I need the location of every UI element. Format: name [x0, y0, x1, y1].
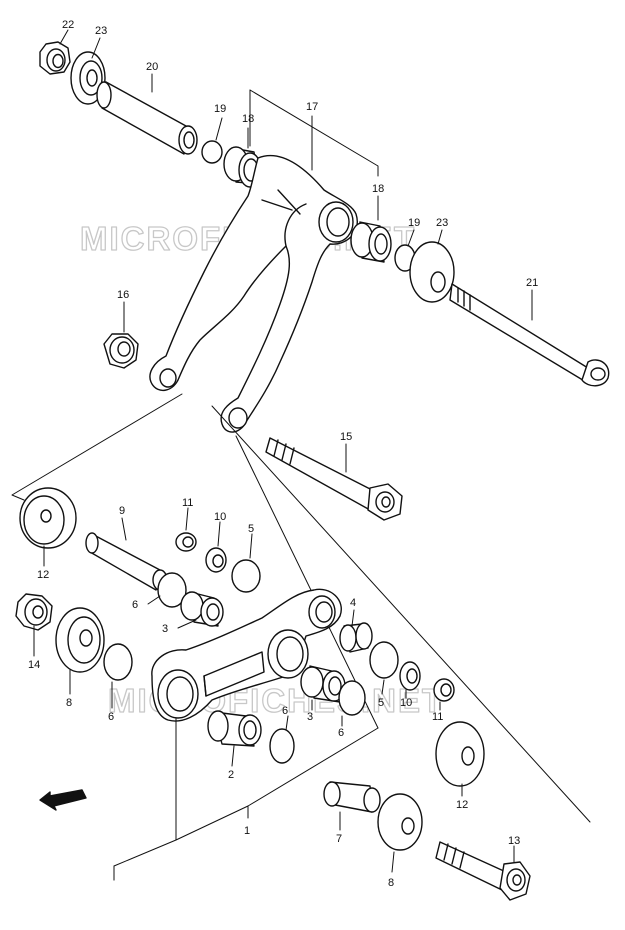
- label-3-lower: 3: [307, 711, 313, 723]
- label-15: 15: [340, 431, 352, 443]
- label-19-upper: 19: [214, 103, 226, 115]
- fwd-label: FWD: [55, 791, 75, 803]
- label-21: 21: [526, 277, 538, 289]
- label-18-upper: 18: [242, 113, 254, 125]
- label-16: 16: [117, 289, 129, 301]
- part-4-collar: [339, 622, 373, 653]
- part-6-ring-left: [103, 643, 133, 681]
- part-20-sleeve: [96, 81, 198, 155]
- part-15-bolt: [265, 437, 403, 521]
- label-8-left: 8: [66, 697, 72, 709]
- part-10-seal-upper: [205, 547, 227, 573]
- label-3-upper: 3: [162, 623, 168, 635]
- label-19-right: 19: [408, 217, 420, 229]
- label-10-upper: 10: [214, 511, 226, 523]
- label-22: 22: [62, 19, 74, 31]
- leader-lines-lower: [33, 507, 515, 881]
- label-14: 14: [28, 659, 40, 671]
- part-11-collar-upper: [175, 532, 197, 552]
- part-22-nut: [39, 41, 71, 75]
- label-23-right: 23: [436, 217, 448, 229]
- part-14-nut: [15, 593, 53, 631]
- fwd-arrow-icon: FWD: [39, 789, 87, 811]
- part-9-pin: [85, 532, 168, 591]
- part-23-washer-left: [70, 51, 106, 105]
- part-8-washer-lower: [377, 793, 423, 851]
- label-12-right: 12: [456, 799, 468, 811]
- part-12-washer-left: [19, 487, 77, 549]
- label-7: 7: [336, 833, 342, 845]
- part-6-ring-right: [338, 680, 366, 716]
- label-6-upper: 6: [132, 599, 138, 611]
- part-19-ring-left: [201, 140, 223, 164]
- label-11-right: 11: [432, 711, 443, 723]
- part-18-bearing-right: [350, 221, 392, 263]
- part-3-bearing-lower: [300, 665, 346, 703]
- part-labels: 22 23 20 19 18 17 18 19 23 21 16 15 12 9…: [28, 19, 538, 889]
- part-10-seal-right: [399, 661, 421, 691]
- label-17: 17: [306, 101, 318, 113]
- label-1: 1: [244, 825, 250, 837]
- label-11-upper: 11: [182, 497, 193, 509]
- label-6-right: 6: [338, 727, 344, 739]
- label-5-upper: 5: [248, 523, 254, 535]
- label-12-left: 12: [37, 569, 49, 581]
- part-7-spacer: [323, 781, 381, 813]
- label-18-right: 18: [372, 183, 384, 195]
- part-8-washer-left: [55, 607, 105, 673]
- label-4: 4: [350, 597, 356, 609]
- label-6-left: 6: [108, 711, 114, 723]
- part-2-bush: [207, 710, 262, 747]
- part-5-ring-right: [369, 641, 399, 679]
- label-8-lower: 8: [388, 877, 394, 889]
- part-5-ring-upper: [231, 559, 261, 593]
- part-21-long-bolt: [449, 283, 610, 387]
- part-6-ring-upper: [157, 572, 187, 608]
- label-13: 13: [508, 835, 520, 847]
- leader-lines-upper: [11, 29, 591, 823]
- label-2: 2: [228, 769, 234, 781]
- part-17-cushion-lever: [149, 154, 358, 433]
- part-16-nut: [103, 333, 139, 369]
- part-13-bolt: [435, 841, 531, 901]
- part-11-collar-right: [433, 678, 455, 702]
- label-23-upper: 23: [95, 25, 107, 37]
- label-20: 20: [146, 61, 158, 73]
- label-10-right: 10: [400, 697, 412, 709]
- part-23-washer-right: [409, 241, 455, 303]
- part-6-ring-lower: [269, 728, 295, 764]
- part-12-washer-right: [435, 721, 485, 787]
- part-3-bearing-upper: [180, 591, 224, 627]
- label-6-lower: 6: [282, 705, 288, 717]
- part-1-cushion-rod: [151, 588, 342, 722]
- label-9: 9: [119, 505, 125, 517]
- label-5-right: 5: [378, 697, 384, 709]
